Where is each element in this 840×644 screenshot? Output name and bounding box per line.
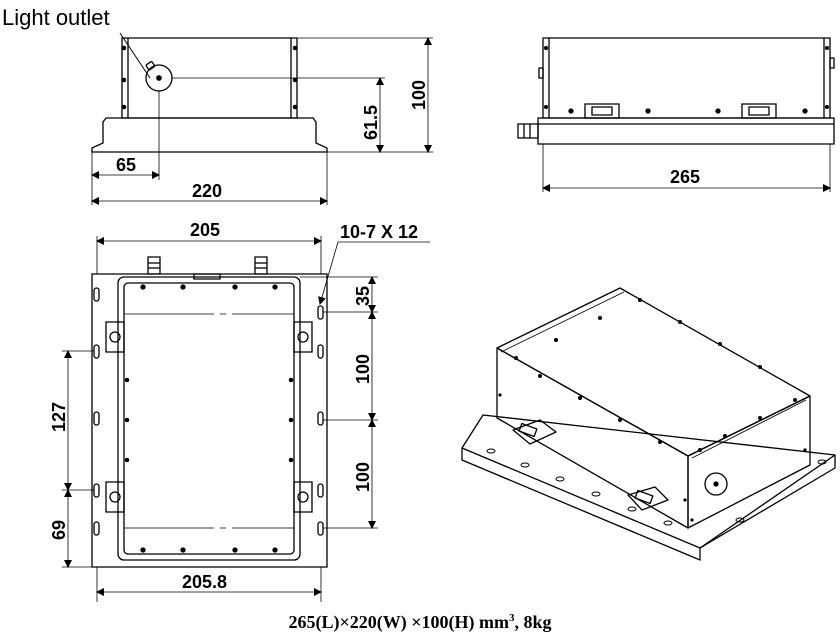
spec-caption-superscript: 3 [508, 612, 515, 624]
mounting-slots-left [94, 288, 99, 535]
isometric-view [462, 288, 835, 560]
dim-top-width-205: 205 [190, 220, 220, 240]
side-clamp-right [742, 104, 776, 118]
side-view [518, 38, 834, 144]
dim-bottom-69: 69 [49, 520, 69, 540]
iso-right-face [688, 396, 810, 528]
top-body-outer [118, 277, 300, 560]
hole-callout: 10-7 X 12 [340, 222, 418, 242]
mounting-slots-right [318, 306, 323, 535]
side-base [538, 118, 834, 144]
side-dimensions [542, 144, 831, 192]
dim-span-127: 127 [49, 402, 69, 432]
dim-width-220: 220 [192, 181, 222, 201]
dim-pitch-100-b: 100 [353, 462, 373, 492]
top-connector-left [148, 257, 160, 274]
front-view [92, 38, 327, 152]
side-connector [518, 124, 538, 138]
top-clamp-tl [106, 322, 124, 352]
light-outlet-leader [120, 33, 150, 78]
dim-edge-35: 35 [353, 286, 373, 306]
spec-caption-suffix: , 8kg [514, 612, 552, 632]
front-base [92, 118, 327, 152]
iso-top-face [497, 288, 810, 456]
dim-length-265: 265 [670, 167, 700, 187]
dim-height-100: 100 [409, 80, 429, 110]
top-connector-right [255, 257, 267, 274]
top-body-inner [124, 283, 294, 554]
side-body [543, 38, 830, 118]
iso-base-plate [462, 415, 835, 560]
iso-clamp-right [628, 487, 668, 510]
top-view [92, 257, 327, 567]
iso-mounting-slots [486, 448, 827, 526]
spec-caption: 265(L)×220(W) ×100(H) mm3, 8kg [0, 612, 840, 633]
dim-bottom-width-205-8: 205.8 [182, 572, 227, 592]
dim-outlet-offset-65: 65 [116, 155, 136, 175]
top-clamp-bl [106, 482, 124, 512]
iso-clamp-left [513, 420, 556, 444]
top-clamp-tr [294, 322, 312, 352]
light-outlet-label: Light outlet [2, 5, 110, 30]
iso-front-face [497, 348, 688, 528]
side-clamp-left [585, 104, 619, 118]
dim-outlet-61-5: 61.5 [361, 105, 381, 140]
front-dimensions [91, 37, 433, 205]
spec-caption-main: 265(L)×220(W) ×100(H) mm [288, 612, 509, 632]
dim-pitch-100-a: 100 [353, 354, 373, 384]
top-dimensions [62, 236, 430, 602]
top-clamp-br [294, 482, 312, 512]
iso-light-outlet [705, 473, 727, 495]
